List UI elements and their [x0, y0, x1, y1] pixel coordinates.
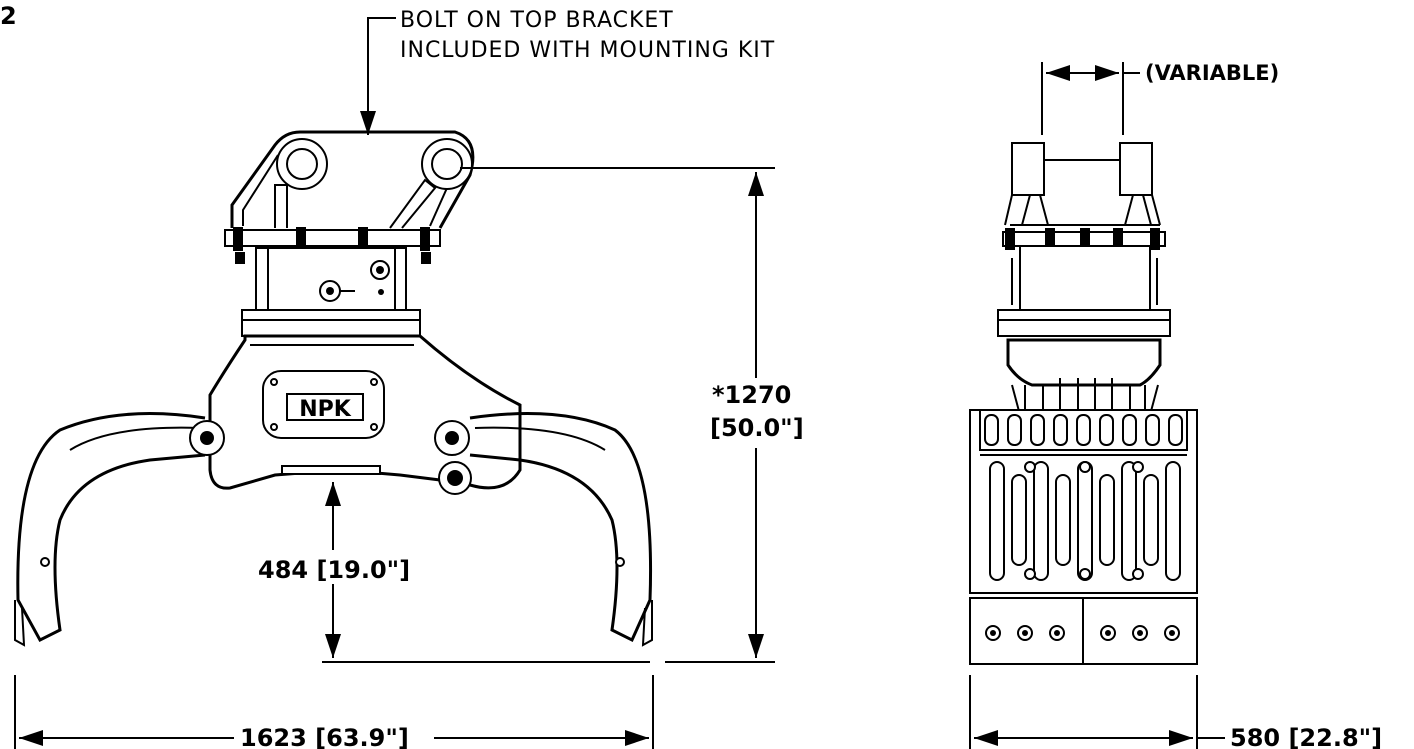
rotator-body [241, 247, 421, 337]
side-width-dimension [969, 675, 1225, 749]
top-bracket [230, 130, 475, 229]
callout-line-2: INCLUDED WITH MOUNTING KIT [400, 38, 775, 63]
height-label-1: *1270 [712, 381, 791, 409]
side-plate [997, 228, 1171, 337]
side-view: (VARIABLE) [969, 61, 1382, 749]
width-dimension [14, 675, 654, 749]
variable-dimension [1041, 62, 1140, 135]
logo-text: NPK [299, 397, 352, 422]
left-jaw [14, 412, 225, 647]
width-label: 1623 [63.9"] [240, 724, 409, 749]
clearance-label: 484 [19.0"] [258, 556, 410, 584]
side-rotator [1006, 338, 1162, 416]
figure-number: 2 [0, 2, 17, 30]
side-width-label: 580 [22.8"] [1230, 724, 1382, 749]
callout-leader [360, 17, 396, 135]
side-base [969, 597, 1198, 665]
callout-line-1: BOLT ON TOP BRACKET [400, 8, 674, 33]
height-label-2: [50.0"] [710, 414, 804, 442]
side-tines [969, 409, 1198, 594]
right-jaw [434, 412, 653, 647]
front-view: BOLT ON TOP BRACKET INCLUDED WITH MOUNTI… [14, 8, 812, 749]
variable-label: (VARIABLE) [1145, 61, 1279, 85]
side-bracket [1004, 142, 1161, 226]
grapple-housing: NPK [208, 334, 522, 490]
